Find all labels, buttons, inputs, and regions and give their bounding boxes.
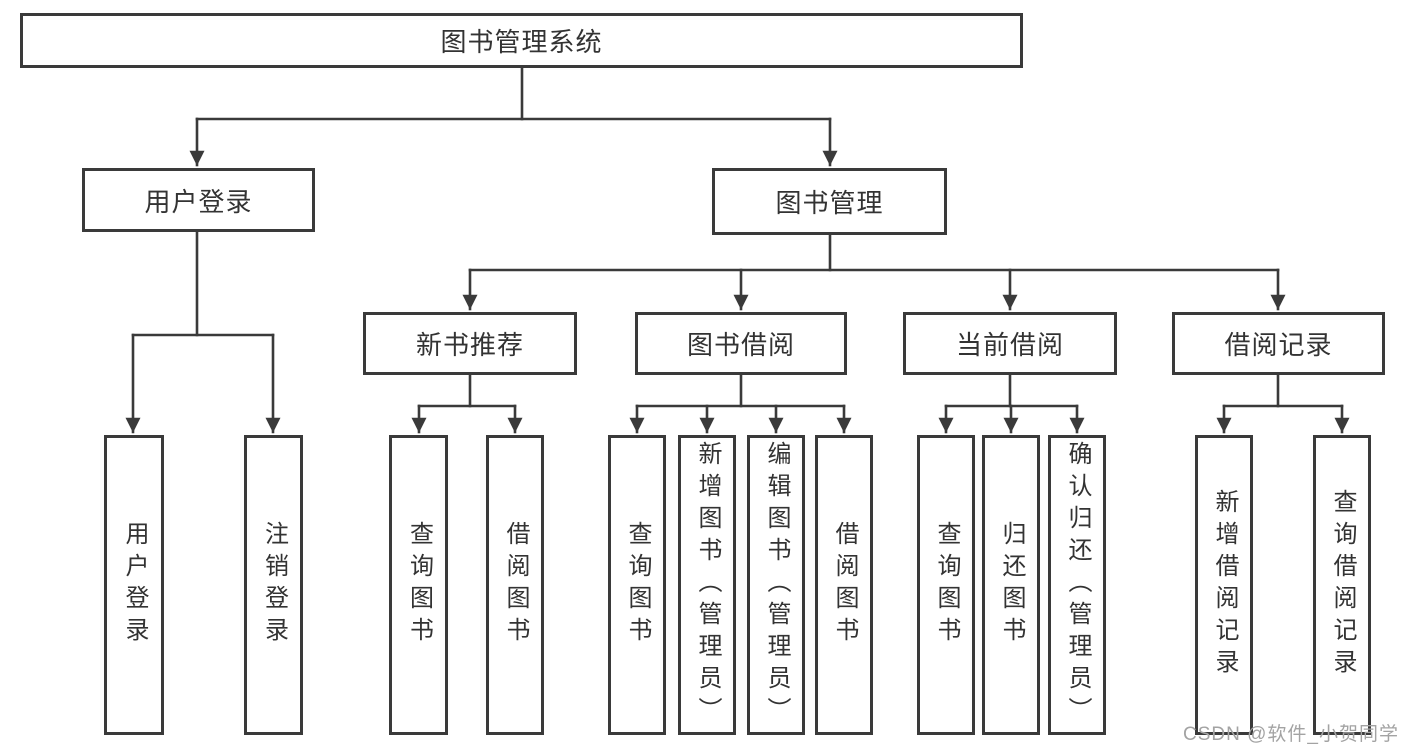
leaf-query-books-borrowing-label: 查询图书 xyxy=(624,521,651,649)
node-user-login-label: 用户登录 xyxy=(144,186,253,217)
leaf-return-books: 归还图书 xyxy=(982,435,1040,735)
node-user-login: 用户登录 xyxy=(82,168,315,232)
leaf-query-books-recommend: 查询图书 xyxy=(389,435,448,735)
leaf-edit-books-admin: 编辑图书（管理员） xyxy=(747,435,805,735)
node-new-book-recommend-label: 新书推荐 xyxy=(415,330,524,360)
leaf-query-books-current: 查询图书 xyxy=(917,435,975,735)
leaf-add-books-admin: 新增图书（管理员） xyxy=(678,435,736,735)
leaf-confirm-return-admin: 确认归还（管理员） xyxy=(1048,435,1106,735)
leaf-add-borrow-record-label: 新增借阅记录 xyxy=(1211,489,1238,681)
leaf-user-login: 用户登录 xyxy=(104,435,164,735)
leaf-query-borrow-record: 查询借阅记录 xyxy=(1313,435,1371,735)
leaf-user-login-label: 用户登录 xyxy=(121,521,148,649)
node-book-management-label: 图书管理 xyxy=(775,188,884,218)
leaf-query-books-recommend-label: 查询图书 xyxy=(405,521,433,649)
leaf-add-borrow-record: 新增借阅记录 xyxy=(1195,435,1253,735)
node-current-borrowing: 当前借阅 xyxy=(903,312,1117,375)
node-current-borrowing-label: 当前借阅 xyxy=(955,330,1064,360)
node-borrowing-records-label: 借阅记录 xyxy=(1224,330,1333,360)
leaf-edit-books-admin-label: 编辑图书（管理员） xyxy=(763,441,790,729)
node-book-borrowing-label: 图书借阅 xyxy=(686,330,795,360)
leaf-borrow-books-recommend: 借阅图书 xyxy=(486,435,544,735)
node-borrowing-records: 借阅记录 xyxy=(1172,312,1385,375)
node-book-borrowing: 图书借阅 xyxy=(635,312,847,375)
leaf-logout-login-label: 注销登录 xyxy=(260,521,288,649)
node-root: 图书管理系统 xyxy=(20,13,1023,68)
csdn-watermark: CSDN @软件_小贺同学 xyxy=(1183,724,1399,745)
node-root-label: 图书管理系统 xyxy=(440,27,603,57)
leaf-return-books-label: 归还图书 xyxy=(998,521,1025,649)
leaf-query-books-borrowing: 查询图书 xyxy=(608,435,666,735)
leaf-confirm-return-admin-label: 确认归还（管理员） xyxy=(1064,441,1091,729)
leaf-borrow-books-recommend-label: 借阅图书 xyxy=(502,521,529,649)
node-book-management: 图书管理 xyxy=(712,168,947,235)
leaf-query-books-current-label: 查询图书 xyxy=(933,521,960,649)
leaf-logout-login: 注销登录 xyxy=(244,435,303,735)
node-new-book-recommend: 新书推荐 xyxy=(363,312,577,375)
leaf-borrow-books-borrowing-label: 借阅图书 xyxy=(831,521,858,649)
leaf-add-books-admin-label: 新增图书（管理员） xyxy=(694,441,721,729)
leaf-query-borrow-record-label: 查询借阅记录 xyxy=(1329,489,1356,681)
leaf-borrow-books-borrowing: 借阅图书 xyxy=(815,435,873,735)
